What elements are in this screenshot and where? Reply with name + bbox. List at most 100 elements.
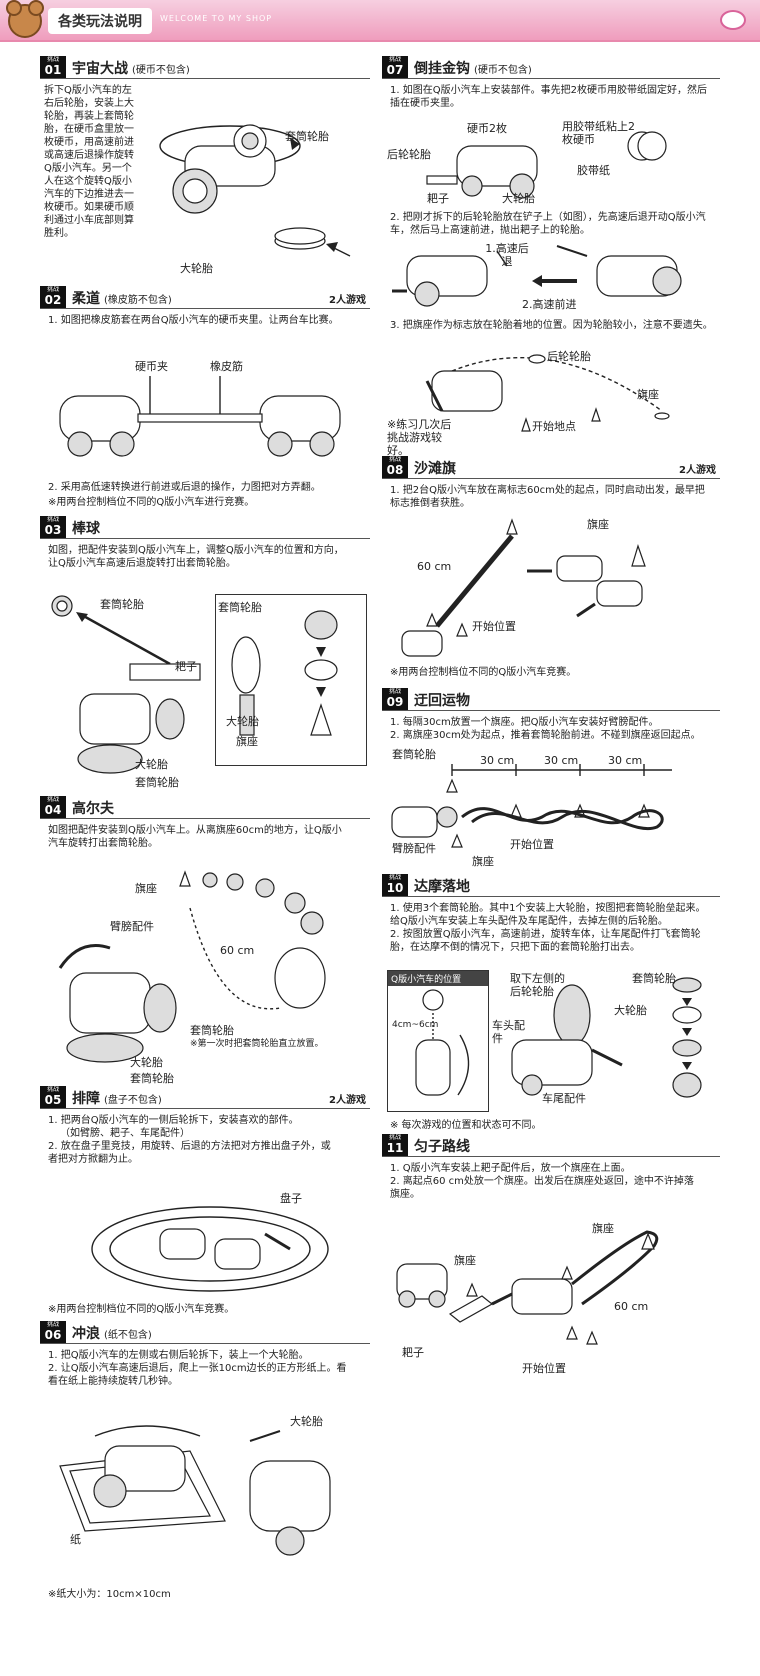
label-coin-clip: 硬币夹 [135,360,168,373]
section-title: 柔道(橡皮筋不包含) [72,291,172,307]
note-practice: ※练习几次后挑战游戏较好。 [387,418,452,457]
distance-1: 30 cm [480,754,515,767]
bear-logo-icon [6,0,44,38]
section-title: 排障(盘子不包含) [72,1091,162,1107]
label-remove-tire: 取下左侧的后轮轮胎 [510,972,565,998]
label-distance: 60 cm [417,560,452,573]
note: ※纸大小为：10cm×10cm [48,1589,171,1600]
note-first-time: ※第一次时把套筒轮胎直立放置。 [190,1039,324,1049]
section-text: 拆下Q版小汽车的左右后轮胎，安装上大轮胎，再装上套筒轮胎，在硬币盒里放一枚硬币，… [44,85,134,239]
label-arm-part: 臂膀配件 [110,920,154,933]
surf-car-illustration [59,1425,331,1556]
label-big-tire: 大轮胎 [502,192,535,205]
label-big-tire: 大轮胎 [180,262,213,275]
label-reverse: 1.高速后退 [485,242,529,268]
label-arm-part: 臂膀配件 [392,842,436,855]
label-rake: 耙子 [402,1346,424,1359]
step-2: 2. 放在盘子里竞技，用旋转、后退的方法把对方推出盘子外，或者把对方掀翻为止。 [48,1141,331,1165]
step-2: 2. 把刚才拆下的后轮轮胎放在铲子上（如图），先高速后退开动Q版小汽车，然后马上… [390,212,706,236]
note: ※用两台控制档位不同的Q版小汽车竞赛。 [48,1304,235,1315]
label-flag-base: 旗座 [472,855,494,868]
section-title: 倒挂金钩(硬币不包含) [414,61,532,77]
step-2: 2. 按图放置Q版小汽车，高速前进，旋转车体，让车尾配件打飞套筒轮胎，在达摩不倒… [390,929,701,953]
label-tape-coins: 用胶带纸粘上2枚硬币 [562,120,635,146]
step-1: 1. 每隔30cm放置一个旗座。把Q版小汽车安装好臂膀配件。 [390,717,659,728]
label-rear-tire-b: 后轮轮胎 [547,350,591,363]
section-title: 沙滩旗 [414,461,456,477]
launch-illustration [392,245,682,307]
label-forward: 2.高速前进 [522,298,577,311]
step-1: 1. 如图在Q版小汽车上安装部件。事先把2枚硬币用胶带纸固定好，然后插在硬币夹里… [390,85,707,109]
section-title: 达摩落地 [414,879,470,895]
label-rear-part: 车尾配件 [542,1092,586,1105]
candy-icon [720,10,746,30]
distance-3: 30 cm [608,754,643,767]
shop-tagline: WELCOME TO MY SHOP [160,14,273,23]
label-flag-base-b: 旗座 [454,1254,476,1267]
label-front-part: 车头配件 [492,1019,525,1045]
label-paper: 纸 [70,1533,81,1546]
step-2: 2. 离起点60 cm处放一个旗座。出发后在旗座处返回，途中不许掉落旗座。 [390,1176,694,1200]
label-start-point: 开始地点 [532,420,576,433]
label-big-tire: 大轮胎 [290,1415,323,1428]
label-two-coins: 硬币2枚 [467,122,507,135]
players-badge: 2人游戏 [329,1095,366,1106]
label-start: 开始位置 [510,838,554,851]
landing-illustration [425,354,670,432]
step-1-detail: （如臂膀、耙子、车尾配件） [60,1128,190,1139]
step-1: 1. 使用3个套筒轮胎。其中1个安装上大轮胎，按图把套筒轮胎垒起来。给Q版小汽车… [390,903,706,927]
label-flag-base: 旗座 [637,388,659,401]
note: ※用两台控制档位不同的Q版小汽车竞赛。 [390,667,577,678]
section-text: 如图，把配件安装到Q版小汽车上，调整Q版小汽车的位置和方向，让Q版小汽车高速后退… [48,545,344,569]
step-1: 1. 把两台Q版小汽车的一侧后轮拆下，安装喜欢的部件。 [48,1115,299,1126]
beach-flag-illustration [401,518,646,657]
step-1: 1. Q版小汽车安装上耙子配件后，放一个旗座在上面。 [390,1163,631,1174]
two-cars-band-illustration [59,376,341,457]
label-sleeve-tire-b: 套筒轮胎 [135,776,179,789]
golf-car-illustration [58,870,326,1063]
step-1: 1. 如图把橡皮筋套在两台Q版小汽车的硬币夹里。让两台车比赛。 [48,315,339,326]
distance-2: 30 cm [544,754,579,767]
assembly-stack-illustration [231,610,338,736]
header-banner: 各类玩法说明 WELCOME TO MY SHOP [0,0,760,42]
label-sleeve-tire-c: 套筒轮胎 [218,601,262,614]
step-3: 3. 把旗座作为标志放在轮胎着地的位置。因为轮胎较小，注意不要遗失。 [390,320,713,331]
label-distance: 60 cm [614,1300,649,1313]
label-flag-base: 旗座 [135,882,157,895]
label-sleeve-tire: 套筒轮胎 [285,130,329,143]
step-2: 2. 让Q版小汽车高速后退后，爬上一张10cm边长的正方形纸上。看看在纸上能持续… [48,1363,347,1387]
label-flag-base: 旗座 [587,518,609,531]
section-title: 匀子路线 [414,1139,470,1155]
slalom-illustration [391,764,672,848]
position-box: Q版小汽车的位置 4cm~6cm [387,970,489,1112]
plate-battle-illustration [91,1206,329,1292]
spinning-car-illustration [159,124,351,257]
route-illustration [396,1230,659,1345]
label-distance: 4cm~6cm [392,1020,439,1030]
step-1: 1. 把Q版小汽车的左侧或右侧后轮拆下，装上一个大轮胎。 [48,1350,309,1361]
position-diagram [415,989,470,1096]
label-big-tire-b: 大轮胎 [226,715,259,728]
page-title: 各类玩法说明 [48,8,152,34]
section-title: 宇宙大战(硬币不包含) [72,61,190,77]
baseball-car-illustration [51,595,201,774]
